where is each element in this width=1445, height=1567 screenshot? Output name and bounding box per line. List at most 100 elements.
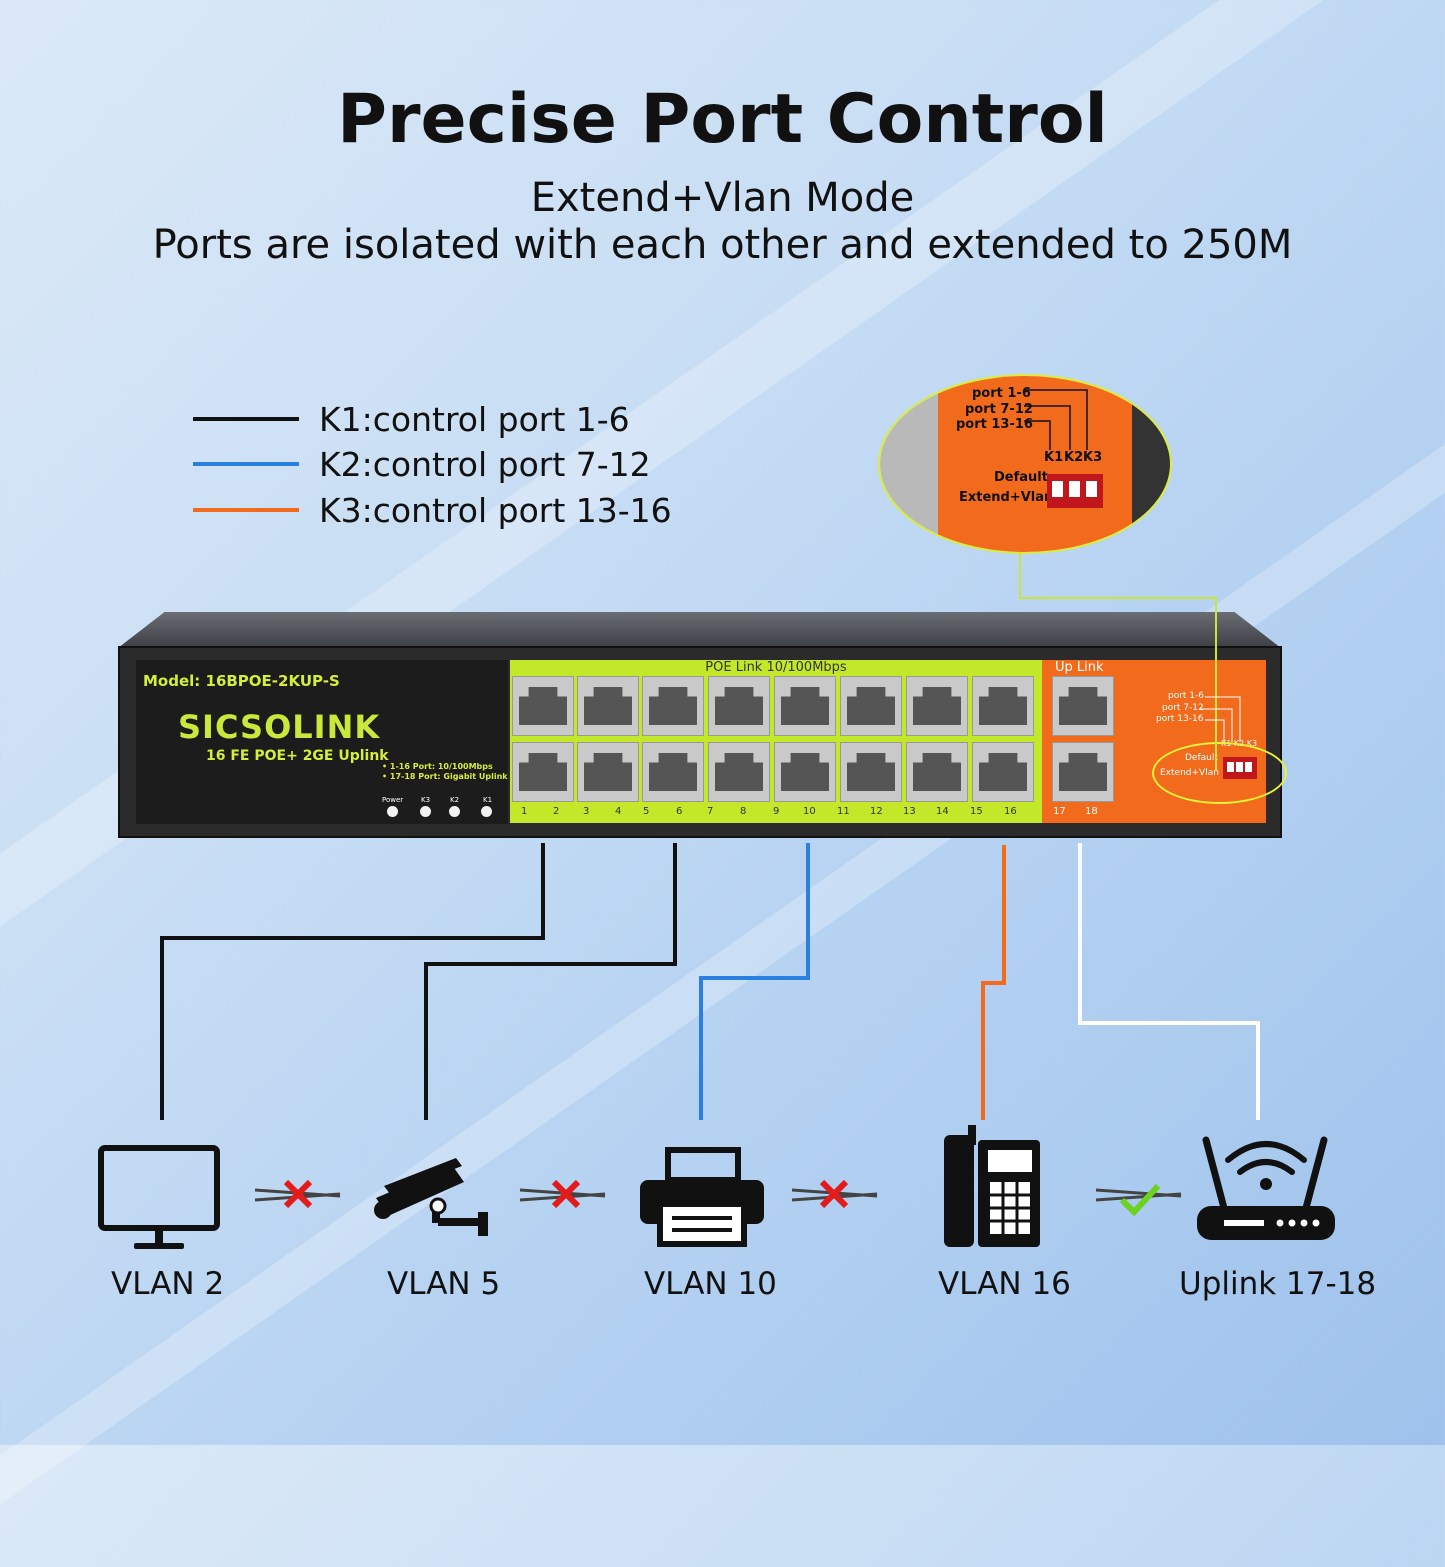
device-label-vlan5: VLAN 5	[387, 1266, 501, 1302]
legend-item-k1: K1:control port 1-6	[193, 399, 630, 439]
port-number: 18	[1085, 806, 1098, 817]
port-number: 9	[773, 806, 780, 817]
ethernet-port[interactable]	[972, 676, 1034, 736]
port-number: 12	[870, 806, 883, 817]
port-number: 4	[615, 806, 622, 817]
ethernet-port[interactable]	[512, 742, 574, 802]
port-number: 14	[936, 806, 949, 817]
mini-port-7-12: port 7-12	[1162, 703, 1204, 713]
cable-vlan16	[981, 845, 1006, 1120]
port-number: 2	[553, 806, 560, 817]
port-number: 15	[970, 806, 983, 817]
cross-icon	[519, 1179, 606, 1209]
legend-label: K3:control port 13-16	[319, 490, 672, 530]
legend-label: K1:control port 1-6	[319, 399, 630, 439]
model-panel	[136, 660, 508, 824]
ethernet-port[interactable]	[840, 742, 902, 802]
device-label-vlan2: VLAN 2	[111, 1266, 225, 1302]
check-icon	[1095, 1183, 1182, 1217]
ethernet-port[interactable]	[577, 676, 639, 736]
mini-port-1-6: port 1-6	[1168, 691, 1205, 701]
mode-description: Ports are isolated with each other and e…	[152, 222, 1293, 268]
callout-default: Default	[994, 470, 1048, 485]
ethernet-port[interactable]	[906, 742, 968, 802]
brand-subtitle: 16 FE POE+ 2GE Uplink	[206, 748, 389, 764]
port-number: 10	[803, 806, 816, 817]
callout-edge	[1132, 376, 1170, 552]
mode-subtitle: Extend+Vlan Mode	[530, 175, 915, 221]
monitor-icon	[98, 1145, 220, 1249]
port-number: 11	[837, 806, 850, 817]
cable-uplink	[1078, 843, 1260, 1120]
camera-icon	[374, 1158, 488, 1236]
legend-line-black	[193, 417, 299, 421]
legend-line-blue	[193, 462, 299, 466]
cross-icon	[791, 1179, 878, 1209]
poe-panel-label: POE Link 10/100Mbps	[705, 660, 847, 675]
k3-led-icon	[420, 806, 431, 817]
ethernet-port[interactable]	[774, 676, 836, 736]
ethernet-port[interactable]	[972, 742, 1034, 802]
port-number: 5	[643, 806, 650, 817]
switch-top-cover	[118, 612, 1281, 648]
port-number: 7	[707, 806, 714, 817]
ethernet-port[interactable]	[642, 742, 704, 802]
mini-port-13-16: port 13-16	[1156, 714, 1204, 724]
callout-k2: K2	[1064, 450, 1084, 465]
port-number: 17	[1053, 806, 1066, 817]
callout-k1: K1	[1044, 450, 1064, 465]
ethernet-port[interactable]	[642, 676, 704, 736]
dip-switch-highlight	[1152, 742, 1287, 804]
cable-vlan5	[424, 843, 677, 1120]
ethernet-port[interactable]	[906, 676, 968, 736]
phone-icon	[944, 1125, 1040, 1247]
callout-extend-vlan: Extend+Vlan	[959, 490, 1054, 505]
port-number: 13	[903, 806, 916, 817]
led-label-power: Power	[382, 796, 404, 804]
uplink-port[interactable]	[1052, 742, 1114, 802]
led-label-k3: K3	[421, 796, 431, 804]
port-number: 16	[1004, 806, 1017, 817]
port-number: 3	[583, 806, 590, 817]
ethernet-port[interactable]	[708, 742, 770, 802]
callout-port-13-16: port 13-16	[956, 417, 1033, 432]
brand-logo: SICSOLINK	[178, 708, 381, 746]
port-number: 6	[676, 806, 683, 817]
page-title: Precise Port Control	[337, 80, 1108, 159]
cross-icon	[254, 1179, 341, 1209]
k1-led-icon	[481, 806, 492, 817]
cable-vlan10	[699, 843, 810, 1120]
uplink-port[interactable]	[1052, 676, 1114, 736]
callout-leader-line	[1019, 552, 1217, 770]
k2-led-icon	[449, 806, 460, 817]
callout-port-area	[880, 376, 938, 552]
ethernet-port[interactable]	[774, 742, 836, 802]
callout-dip-switch	[1047, 474, 1103, 508]
callout-k3: K3	[1083, 450, 1103, 465]
ethernet-port[interactable]	[708, 676, 770, 736]
device-label-vlan10: VLAN 10	[644, 1266, 777, 1302]
spec-line-2: • 17-18 Port: Gigabit Uplink	[382, 772, 508, 781]
port-number: 8	[740, 806, 747, 817]
printer-icon	[640, 1147, 764, 1247]
legend-item-k2: K2:control port 7-12	[193, 444, 651, 484]
cable-vlan2	[160, 843, 545, 1120]
legend-line-orange	[193, 508, 299, 512]
callout-port-7-12: port 7-12	[965, 402, 1033, 417]
device-label-uplink: Uplink 17-18	[1179, 1266, 1377, 1302]
dip-switch-callout: port 1-6 port 7-12 port 13-16 K1 K2 K3 D…	[878, 374, 1172, 554]
model-number: Model: 16BPOE-2KUP-S	[143, 672, 340, 690]
led-label-k1: K1	[483, 796, 493, 804]
port-number: 1	[521, 806, 528, 817]
legend-label: K2:control port 7-12	[319, 444, 651, 484]
router-icon	[1197, 1136, 1335, 1240]
led-label-k2: K2	[450, 796, 460, 804]
ethernet-port[interactable]	[840, 676, 902, 736]
ethernet-port[interactable]	[577, 742, 639, 802]
uplink-panel-label: Up Link	[1055, 660, 1104, 675]
connection-diagram	[98, 389, 1335, 1249]
legend-item-k3: K3:control port 13-16	[193, 490, 672, 530]
callout-port-1-6: port 1-6	[972, 386, 1031, 401]
spec-line-1: • 1-16 Port: 10/100Mbps	[382, 762, 493, 771]
ethernet-port[interactable]	[512, 676, 574, 736]
